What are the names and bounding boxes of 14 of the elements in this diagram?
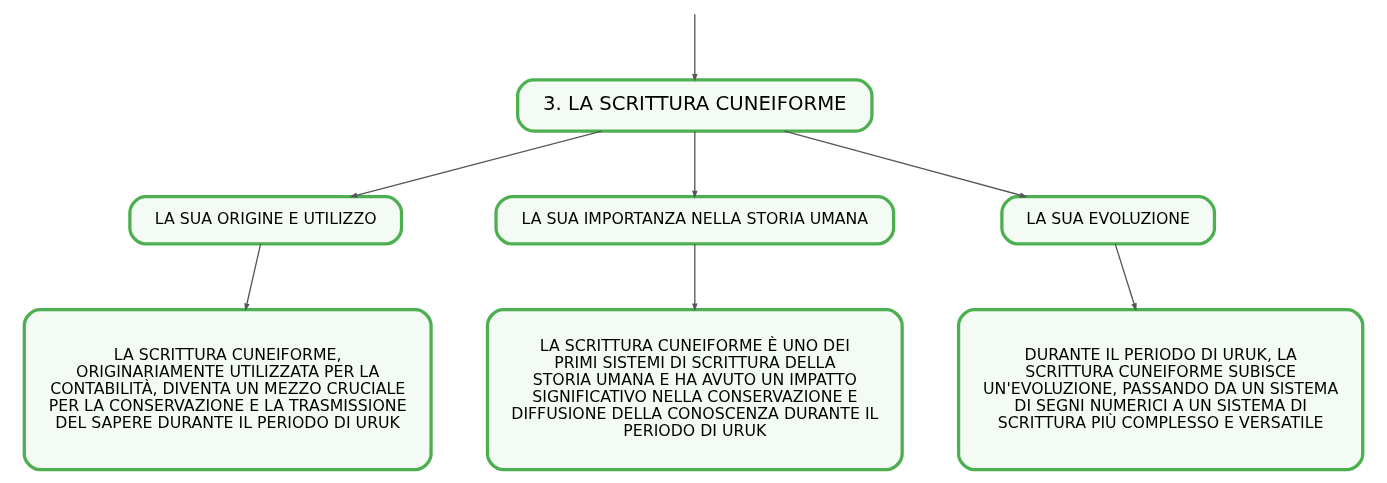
arrow bbox=[783, 130, 1028, 198]
node-box: LA SCRITTURA CUNEIFORME È UNO DEI PRIMI SISTEMI DI SCRITTURA DELLA STORIA UMANA E HA AVUTO UN IMPATTO SIGNIFICATIVO NELLA CONSERVAZIONE E DIFFUSIONE DELLA CONOSCENZA DURANTE IL PERIODO DI URUK bbox=[485, 307, 904, 472]
node-box: LA SUA IMPORTANZA NELLA STORIA UMANA bbox=[494, 195, 896, 246]
node-box: LA SUA EVOLUZIONE bbox=[1000, 195, 1217, 246]
arrow bbox=[692, 13, 698, 82]
arrow bbox=[692, 130, 698, 199]
arrow bbox=[244, 243, 262, 312]
node-box: DURANTE IL PERIODO DI URUK, LA SCRITTURA CUNEIFORME SUBISCE UN'EVOLUZIONE, PASSANDO DA UN SISTEMA DI SEGNI NUMERICI A UN SISTEMA DI SCRITTURA PIÙ COMPLESSO E VERSATILE bbox=[956, 307, 1365, 472]
node-box: 3. LA SCRITTURA CUNEIFORME bbox=[516, 78, 874, 133]
arrow bbox=[349, 130, 603, 198]
arrow bbox=[692, 243, 698, 312]
node-box: LA SCRITTURA CUNEIFORME, ORIGINARIAMENTE UTILIZZATA PER LA CONTABILITÀ, DIVENTA UN MEZZO CRUCIALE PER LA CONSERVAZIONE E LA TRASMISSIONE DEL SAPERE DURANTE IL PERIODO DI URUK bbox=[22, 307, 433, 472]
node-box: LA SUA ORIGINE E UTILIZZO bbox=[128, 195, 404, 246]
arrow bbox=[1114, 243, 1137, 312]
